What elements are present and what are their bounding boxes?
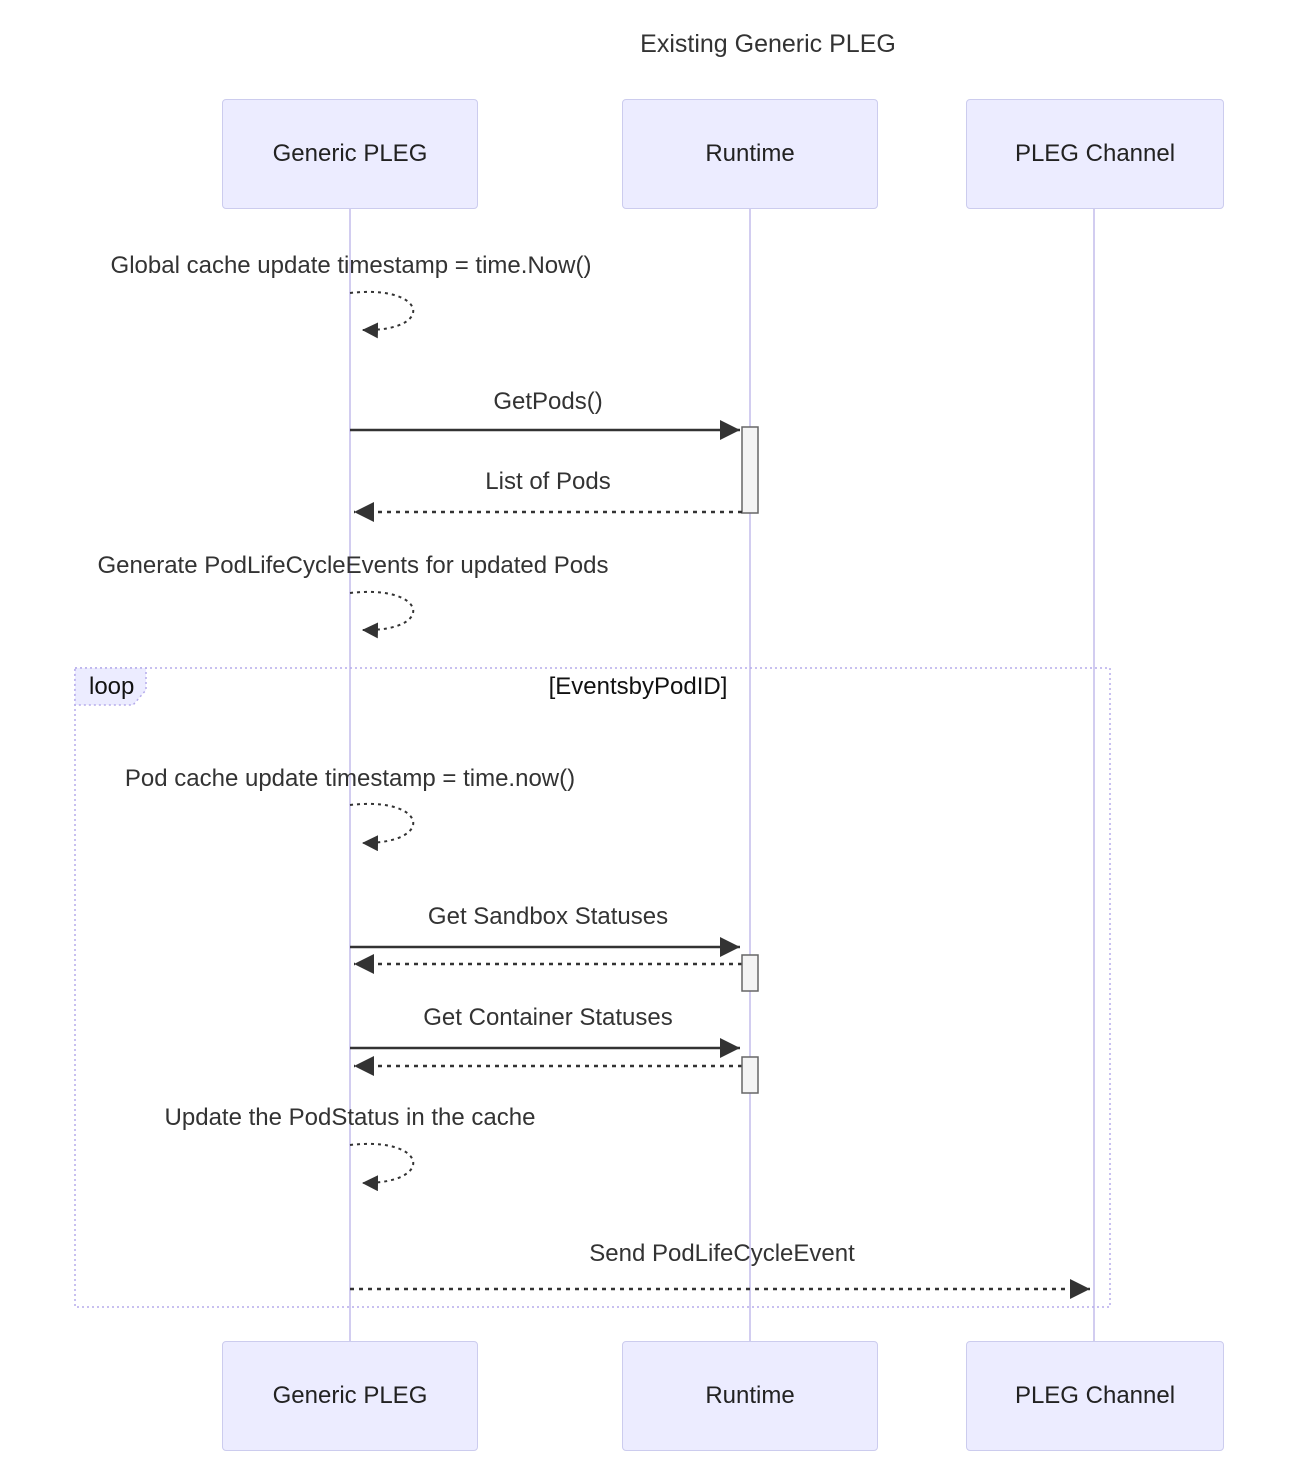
participant-label: Runtime xyxy=(705,140,795,167)
participant-top-pleg-channel: PLEG Channel xyxy=(966,99,1224,209)
message-label-pod-cache: Pod cache update timestamp = time.now() xyxy=(124,765,576,792)
participant-label: PLEG Channel xyxy=(1014,1382,1176,1409)
participant-bottom-generic-pleg: Generic PLEG xyxy=(222,1341,478,1451)
loop-label-box xyxy=(74,667,147,706)
participant-bottom-runtime: Runtime xyxy=(622,1341,878,1451)
activation-bar-getpods xyxy=(741,426,759,514)
activation-bar-container xyxy=(741,1056,759,1094)
loop-condition: [EventsbyPodID] xyxy=(548,673,728,700)
participant-bottom-pleg-channel: PLEG Channel xyxy=(966,1341,1224,1451)
self-loop-arrow-update-podstatus xyxy=(349,1142,415,1192)
participant-label: Generic PLEG xyxy=(272,1382,428,1409)
message-label-global-cache: Global cache update timestamp = time.Now… xyxy=(110,252,592,279)
self-loop-arrow-pod-cache xyxy=(349,802,415,852)
participant-label: PLEG Channel xyxy=(1014,140,1176,167)
participant-label: Runtime xyxy=(705,1382,795,1409)
self-loop-arrow-global-cache xyxy=(349,290,415,339)
diagram-title: Existing Generic PLEG xyxy=(640,30,896,58)
loop-frame xyxy=(74,667,1111,1308)
participant-top-generic-pleg: Generic PLEG xyxy=(222,99,478,209)
participant-label: Generic PLEG xyxy=(272,140,428,167)
message-label-get-container: Get Container Statuses xyxy=(423,1004,673,1031)
loop-label: loop xyxy=(89,673,135,700)
message-label-generate-events: Generate PodLifeCycleEvents for updated … xyxy=(97,552,609,579)
message-label-send-event: Send PodLifeCycleEvent xyxy=(589,1240,855,1267)
message-label-update-podstatus: Update the PodStatus in the cache xyxy=(164,1104,536,1131)
participant-top-runtime: Runtime xyxy=(622,99,878,209)
message-label-list-of-pods: List of Pods xyxy=(485,468,611,495)
message-label-getpods: GetPods() xyxy=(493,388,603,415)
message-label-get-sandbox: Get Sandbox Statuses xyxy=(427,903,669,930)
self-loop-arrow-generate-events xyxy=(349,590,415,639)
activation-bar-sandbox xyxy=(741,954,759,992)
